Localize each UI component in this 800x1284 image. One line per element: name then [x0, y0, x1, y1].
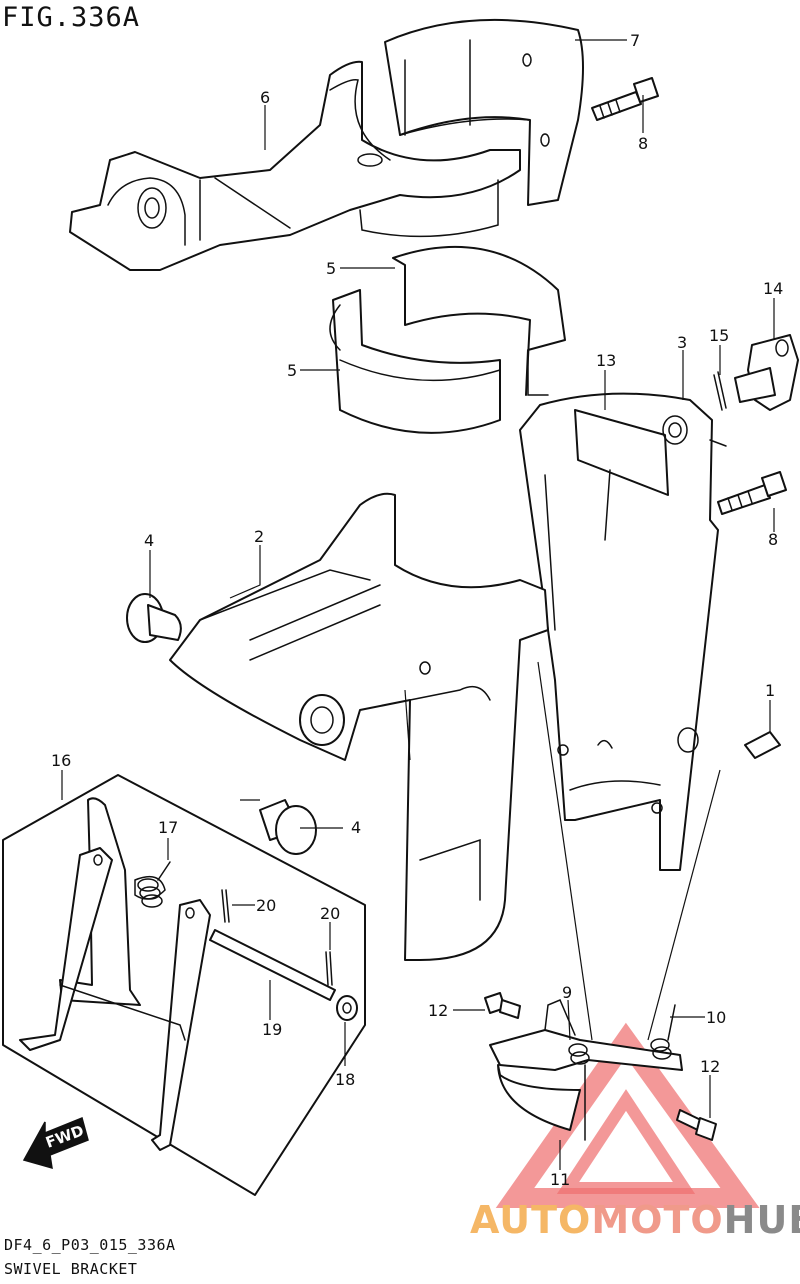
part-15-pin: [713, 371, 727, 411]
figure-code: DF4_6_P03_015_336A: [4, 1236, 176, 1254]
callout-14: 14: [763, 279, 783, 298]
part-4-bushing-upper: [126, 593, 182, 643]
callout-7: 7: [630, 31, 640, 50]
part-5-bushing-upper: [392, 245, 566, 396]
part-14-knob: [734, 334, 799, 411]
part-17-spring: [137, 861, 171, 908]
part-20-cotter-pin-b: [325, 951, 333, 986]
callout-2: 2: [254, 527, 264, 546]
part-7-clamp-ring: [384, 18, 584, 206]
callout-11: 11: [550, 1170, 570, 1189]
part-19-shaft: [209, 929, 336, 1001]
watermark-auto: AUTO: [470, 1198, 592, 1242]
part-2-clamp-bracket: [169, 492, 549, 961]
callout-9: 9: [562, 983, 572, 1002]
callout-13: 13: [596, 351, 616, 370]
part-1-grease-nipple: [744, 731, 781, 759]
callout-8-lower: 8: [768, 530, 778, 549]
watermark-hub: HUB: [723, 1198, 800, 1242]
part-12-bolt-left: [484, 992, 521, 1019]
part-10-spring: [650, 1004, 676, 1060]
callout-16: 16: [51, 751, 71, 770]
callout-18: 18: [335, 1070, 355, 1089]
fwd-arrow-icon: FWD: [22, 1116, 89, 1170]
part-20-cotter-pin-a: [221, 889, 230, 923]
callout-3: 3: [677, 333, 687, 352]
part-16-tilt-lever-assembly: [2, 774, 366, 1196]
callout-20-right: 20: [320, 904, 340, 923]
part-11-stopper-bracket: [489, 999, 683, 1141]
part-8-bolt-upper: [591, 77, 659, 121]
callout-5-lower: 5: [287, 361, 297, 380]
callout-15: 15: [709, 326, 729, 345]
callout-5-upper: 5: [326, 259, 336, 278]
callout-1: 1: [765, 681, 775, 700]
part-4-bushing-lower: [259, 799, 317, 855]
figure-title: FIG.336A: [2, 2, 141, 33]
callout-12-right: 12: [700, 1057, 720, 1076]
callout-4-lower: 4: [351, 818, 361, 837]
callout-8-upper: 8: [638, 134, 648, 153]
callout-6: 6: [260, 88, 270, 107]
callout-17: 17: [158, 818, 178, 837]
part-18-washer: [336, 995, 358, 1021]
part-12-bolt-right: [676, 1109, 717, 1141]
callout-20-left: 20: [256, 896, 276, 915]
figure-name: SWIVEL BRACKET: [4, 1260, 138, 1278]
part-8-bolt-lower: [717, 471, 787, 515]
watermark-moto: MOTO: [591, 1198, 724, 1242]
callout-12-left: 12: [428, 1001, 448, 1020]
part-6-steering-bracket: [69, 60, 521, 271]
leader-lines: [61, 39, 775, 1170]
part-9-spring: [568, 1043, 590, 1065]
callout-4-upper: 4: [144, 531, 154, 550]
callout-10: 10: [706, 1008, 726, 1027]
part-3-swivel-bracket: [519, 392, 727, 871]
callout-19: 19: [262, 1020, 282, 1039]
watermark-text: AUTOMOTOHUB: [470, 1198, 800, 1242]
part-5-bushing-lower: [329, 289, 501, 434]
